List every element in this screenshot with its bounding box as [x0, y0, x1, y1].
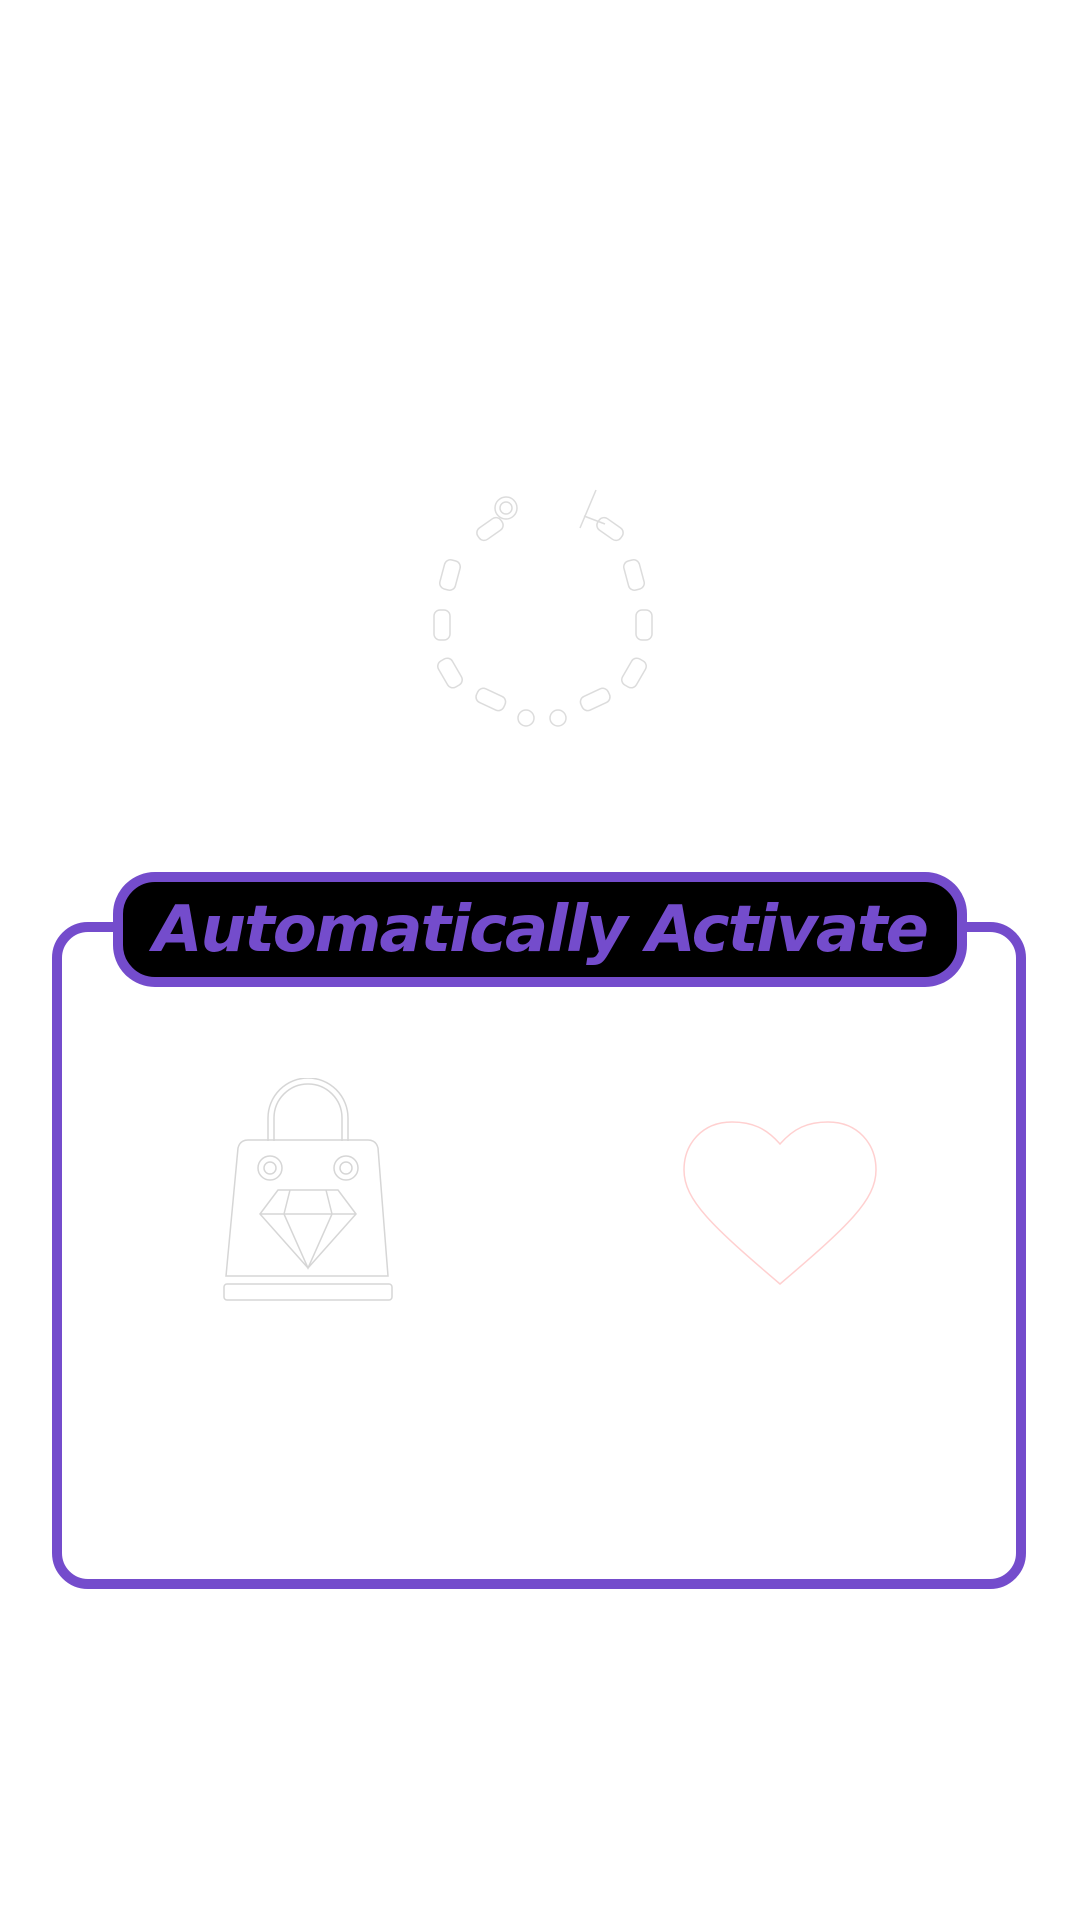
title-banner: Automatically Activate [113, 872, 967, 987]
jewelry-shopping-bag-icon [223, 1078, 393, 1301]
chain-bracelet-icon [433, 489, 653, 727]
heart-icon [683, 1121, 877, 1285]
content-frame [52, 922, 1026, 1589]
banner-title: Automatically Activate [153, 892, 929, 967]
